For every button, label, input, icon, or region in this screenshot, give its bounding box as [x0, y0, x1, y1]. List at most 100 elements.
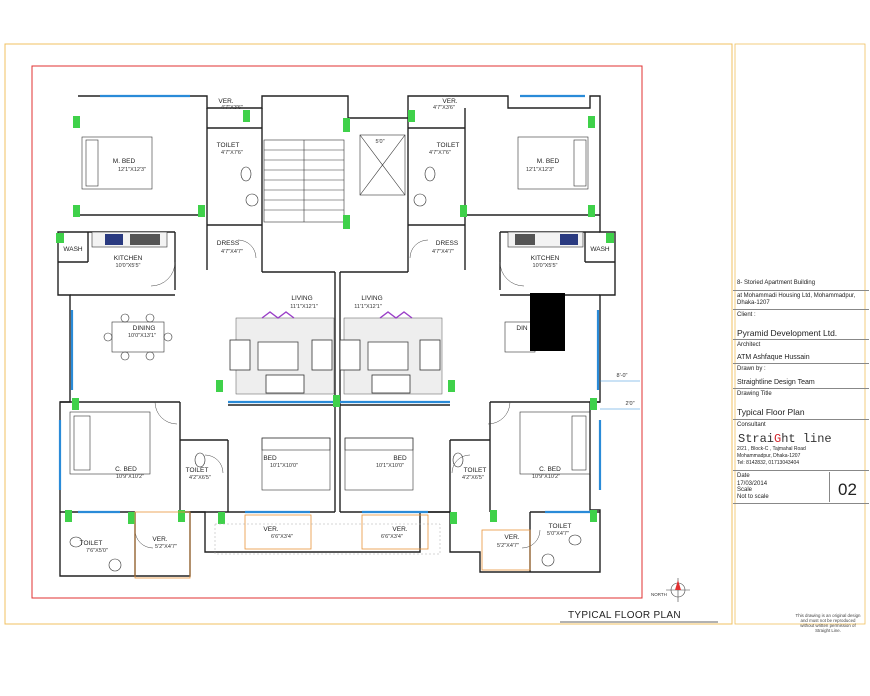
north-arrow-icon: [666, 578, 690, 602]
label-mbed-left: M. BED: [113, 158, 136, 165]
consultant-address-2: Mohammadpur, Dhaka-1207: [737, 453, 801, 459]
label-ver-bc-left: VER.: [263, 526, 278, 533]
label-ver-bc-right: VER.: [392, 526, 407, 533]
label-living-left: LIVING: [291, 295, 312, 302]
dim-ver-bc-right: 6'6"X3'4": [381, 534, 403, 540]
label-dining-left: DINING: [133, 325, 156, 332]
dim-dress-right: 4'7"X4'7": [432, 249, 454, 255]
dim-living-right: 11'1"X12'1": [354, 304, 382, 310]
windows: [58, 94, 602, 514]
logo-text-start: Strai: [738, 432, 775, 446]
tb-divider: [733, 388, 869, 389]
consultant-tel: Tel: 8142832, 01713043404: [737, 460, 800, 466]
drawn-by-name: Straightline Design Team: [737, 379, 815, 386]
scale-label: Scale: [737, 487, 753, 493]
label-toilet-ml: TOILET: [186, 467, 209, 474]
label-toilet-tl: TOILET: [217, 142, 240, 149]
tb-divider: [733, 309, 869, 310]
furniture: [69, 136, 591, 572]
dimension-right-a: 8'-0": [617, 373, 628, 379]
drawn-by-label: Drawn by :: [737, 366, 766, 372]
label-ver-top-right: VER.: [442, 98, 457, 105]
dim-toilet-mr: 4'2"X6'5": [462, 475, 484, 481]
dim-ver-top-right: 4'7"X3'6": [433, 105, 455, 111]
dim-cbed-left: 10'9"X10'2": [116, 474, 144, 480]
project-location: at Mohammadi Housing Ltd, Mohammadpur, D…: [737, 293, 856, 306]
label-toilet-mr: TOILET: [464, 467, 487, 474]
label-bed-left: BED: [263, 455, 277, 462]
tb-divider: [733, 290, 869, 291]
dim-toilet-bl: 7'6"X5'0": [86, 548, 108, 554]
dim-toilet-ml: 4'2"X6'5": [189, 475, 211, 481]
dim-mbed-right: 12'1"X12'3": [526, 167, 554, 173]
dim-ver-top-left: 4'7"X3'6": [221, 105, 243, 111]
label-toilet-br: TOILET: [549, 523, 572, 530]
logo-text-end: ht line: [781, 432, 832, 446]
label-dress-right: DRESS: [436, 240, 459, 247]
dim-toilet-tl: 4'7"X7'6": [221, 150, 243, 156]
dim-kitchen-right: 10'0"X5'5": [533, 263, 558, 269]
tb-divider: [733, 339, 869, 340]
dim-ver-br: 5'2"X4'7": [497, 543, 519, 549]
plot-boundary: [31, 65, 643, 599]
label-mbed-right: M. BED: [537, 158, 560, 165]
scale-value: Not to scale: [737, 494, 769, 500]
dim-ver-bl: 5'2"X4'7": [155, 544, 177, 550]
label-kitchen-left: KITCHEN: [114, 255, 143, 262]
consultant-label: Consultant: [737, 422, 766, 428]
architect-name: ATM Ashfaque Hussain: [737, 354, 810, 361]
label-ver-bl: VER.: [152, 536, 167, 543]
fineprint-note: This drawing is an original design and m…: [795, 613, 861, 633]
label-ver-top-left: VER.: [218, 98, 233, 105]
label-cbed-left: C. BED: [115, 466, 137, 473]
label-ver-br: VER.: [504, 534, 519, 541]
label-dining-right: DIN: [516, 325, 528, 332]
consultant-address-1: 2/21 , Block-C , Tajmahal Road: [737, 446, 806, 452]
label-cbed-right: C. BED: [539, 466, 561, 473]
dim-mbed-left: 12'1"X12'3": [118, 167, 146, 173]
dim-ver-bc-left: 6'6"X3'4": [271, 534, 293, 540]
dim-living-left: 11'1"X12'1": [290, 304, 318, 310]
dim-toilet-br: 5'0"X4'7": [547, 531, 569, 537]
project-name: 8- Storied Apartment Building: [737, 280, 816, 286]
drawing-title-label: Drawing Title: [737, 391, 772, 397]
dim-toilet-tr: 4'7"X7'6": [429, 150, 451, 156]
dim-bed-right: 10'1"X10'0": [376, 463, 404, 469]
sheet-number-divider: [829, 472, 830, 502]
tb-divider: [733, 363, 869, 364]
label-wash-left: WASH: [63, 246, 83, 253]
date-label: Date: [737, 473, 750, 479]
label-kitchen-right: KITCHEN: [531, 255, 560, 262]
architect-label: Architect: [737, 342, 761, 348]
label-wash-right: WASH: [590, 246, 610, 253]
staircase: [263, 134, 406, 223]
drawing-title-bottom: TYPICAL FLOOR PLAN: [568, 610, 681, 621]
stair-dimension: 5'0": [375, 139, 384, 145]
sheet-number: 02: [838, 480, 857, 499]
label-dress-left: DRESS: [217, 240, 240, 247]
dim-kitchen-left: 10'0"X5'5": [116, 263, 141, 269]
dim-bed-left: 10'1"X10'0": [270, 463, 298, 469]
dim-dress-left: 4'7"X4'7": [221, 249, 243, 255]
date-value: 17/03/2014: [737, 481, 768, 487]
label-toilet-tr: TOILET: [437, 142, 460, 149]
north-label: NORTH: [651, 592, 667, 597]
redaction-block: [530, 293, 565, 351]
logo-text-g: G: [774, 432, 782, 446]
label-bed-right: BED: [393, 455, 407, 462]
drawing-title: Typical Floor Plan: [737, 407, 805, 417]
tb-divider: [733, 419, 869, 420]
tb-divider: [733, 503, 869, 504]
columns: [56, 110, 614, 524]
dimension-right-b: 2'0": [625, 401, 634, 407]
dim-dining-left: 10'0"X13'1": [128, 333, 156, 339]
client-label: Client :: [737, 312, 756, 318]
title-block-border: [734, 43, 866, 625]
label-living-right: LIVING: [361, 295, 382, 302]
balconies: [134, 511, 531, 579]
sheet-border: [4, 43, 733, 625]
client-name: Pyramid Development Ltd.: [737, 328, 838, 338]
dim-cbed-right: 10'9"X10'2": [532, 474, 560, 480]
door-swings: [134, 239, 541, 549]
